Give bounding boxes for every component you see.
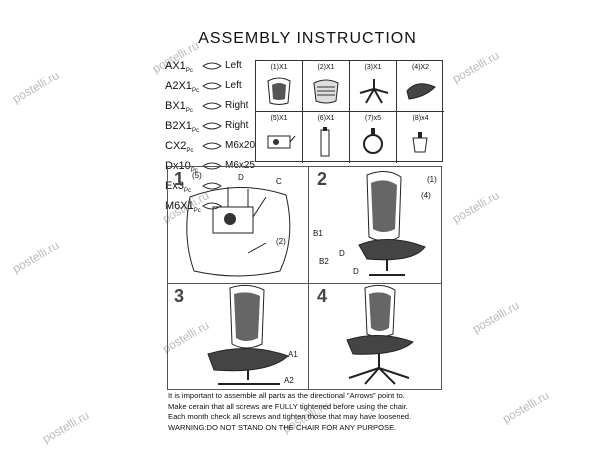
part-desc: Left — [225, 80, 242, 91]
step-panel-2: 2 (1) (4) B1 B2 D D — [309, 166, 442, 284]
seat-cushion-icon — [267, 77, 291, 105]
part-code: AX1Pc — [165, 60, 193, 75]
component-label: (1)X1 — [270, 64, 288, 71]
watermark-text: postelli.ru — [9, 238, 62, 276]
part-icon — [202, 62, 222, 70]
step-label: D — [238, 173, 244, 182]
component-cell: (6)X1 — [303, 112, 350, 163]
part-icon — [202, 102, 222, 110]
gas-lift-icon — [320, 127, 330, 157]
step-panel-4: 4 — [309, 284, 442, 390]
component-cell: (1)X1 — [256, 61, 303, 112]
step-label: (5) — [192, 171, 202, 180]
note-line: Make cerain that all screws are FULLY ti… — [168, 401, 408, 411]
step-label: C — [276, 177, 282, 186]
part-desc: Right — [225, 100, 249, 111]
part-icon — [202, 142, 222, 150]
chair-back-drawing — [358, 171, 426, 276]
note-line: It is important to assemble all parts as… — [168, 391, 405, 400]
watermark-text: postelli.ru — [39, 408, 92, 446]
step-number: 4 — [317, 286, 328, 306]
step-label: A2 — [284, 376, 294, 385]
step-label: D — [353, 267, 359, 276]
component-cell: (4)X2 — [397, 61, 444, 112]
part-row: CX2Pc M6x20 — [165, 138, 443, 158]
armrest-icon — [406, 83, 436, 100]
component-cell: (3)X1 — [350, 61, 397, 112]
component-label: (3)X1 — [364, 64, 382, 71]
part-code: B2X1Pc — [165, 120, 199, 135]
part-icon — [202, 122, 222, 130]
caster-icon — [363, 128, 383, 154]
part-icon — [202, 182, 222, 190]
watermark-text: postelli.ru — [9, 68, 62, 106]
note-line: Each month check all screws and tighten … — [168, 412, 412, 422]
component-label: (4)X2 — [411, 64, 430, 71]
star-base-icon — [359, 79, 389, 104]
part-row: M6X1Pc — [165, 198, 443, 218]
step-number: 2 — [317, 169, 328, 189]
safety-notes: It is important to assemble all parts as… — [168, 391, 458, 433]
part-desc: M6x25 — [225, 160, 256, 171]
step-panel-3: 3 A1 A2 — [167, 284, 309, 390]
step-label: B1 — [313, 229, 323, 238]
watermark-text: postelli.ru — [449, 188, 502, 226]
part-row: BX1Pc Right — [165, 98, 443, 118]
page-title: ASSEMBLY INSTRUCTION — [198, 30, 417, 47]
part-row: A2X1Pc Left — [165, 78, 443, 98]
part-desc: Right — [225, 120, 249, 131]
part-icon — [202, 202, 222, 210]
component-cell: (8)x4 — [397, 112, 444, 163]
component-label: (6)X1 — [317, 115, 335, 122]
component-cell: (7)x5 — [350, 112, 397, 163]
component-label: (7)x5 — [365, 115, 381, 122]
seat-underside-drawing — [186, 187, 291, 277]
seat-base-icon — [313, 79, 339, 104]
step-label: (1) — [427, 175, 437, 184]
component-label: (8)x4 — [412, 115, 429, 122]
part-icon — [202, 82, 222, 90]
step-label: B2 — [319, 257, 329, 266]
component-label: (5)X1 — [270, 115, 288, 122]
component-cell: (5)X1 — [256, 112, 303, 163]
part-row: B2X1Pc Right — [165, 118, 443, 138]
step-label: D — [339, 249, 345, 258]
part-code: CX2Pc — [165, 140, 194, 155]
part-row: Ex3Pc — [165, 178, 443, 198]
step-number: 3 — [174, 286, 185, 306]
warning-line: WARNING:DO NOT STAND ON THE CHAIR FOR AN… — [168, 422, 397, 432]
component-cell: (2)X1 — [303, 61, 350, 112]
part-row: AX1Pc Left — [165, 58, 443, 78]
component-label: (2)X1 — [317, 64, 335, 71]
mechanism-icon — [267, 135, 296, 149]
part-desc: Left — [225, 60, 242, 71]
watermark-text: postelli.ru — [449, 48, 502, 86]
watermark-text: postelli.ru — [499, 388, 552, 426]
step-number: 1 — [174, 169, 185, 189]
part-code: M6X1Pc — [165, 200, 201, 215]
components-grid: (1)X1 (2)X1 (3)X1 (4)X2 (5)X1 (6)X1 (7)x… — [255, 60, 444, 163]
step-label: A1 — [288, 350, 298, 359]
cap-icon — [412, 132, 428, 153]
part-desc: M6x20 — [225, 140, 256, 151]
step-label: (4) — [421, 191, 431, 200]
part-code: A2X1Pc — [165, 80, 199, 95]
step-panel-1: 1 (5) D C (2) — [167, 166, 309, 284]
part-code: Ex3Pc — [165, 180, 191, 195]
step-label: (2) — [276, 237, 286, 246]
assembled-chair-drawing — [346, 284, 414, 385]
chair-side-drawing — [207, 284, 289, 385]
watermark-text: postelli.ru — [469, 298, 522, 336]
part-code: BX1Pc — [165, 100, 193, 115]
